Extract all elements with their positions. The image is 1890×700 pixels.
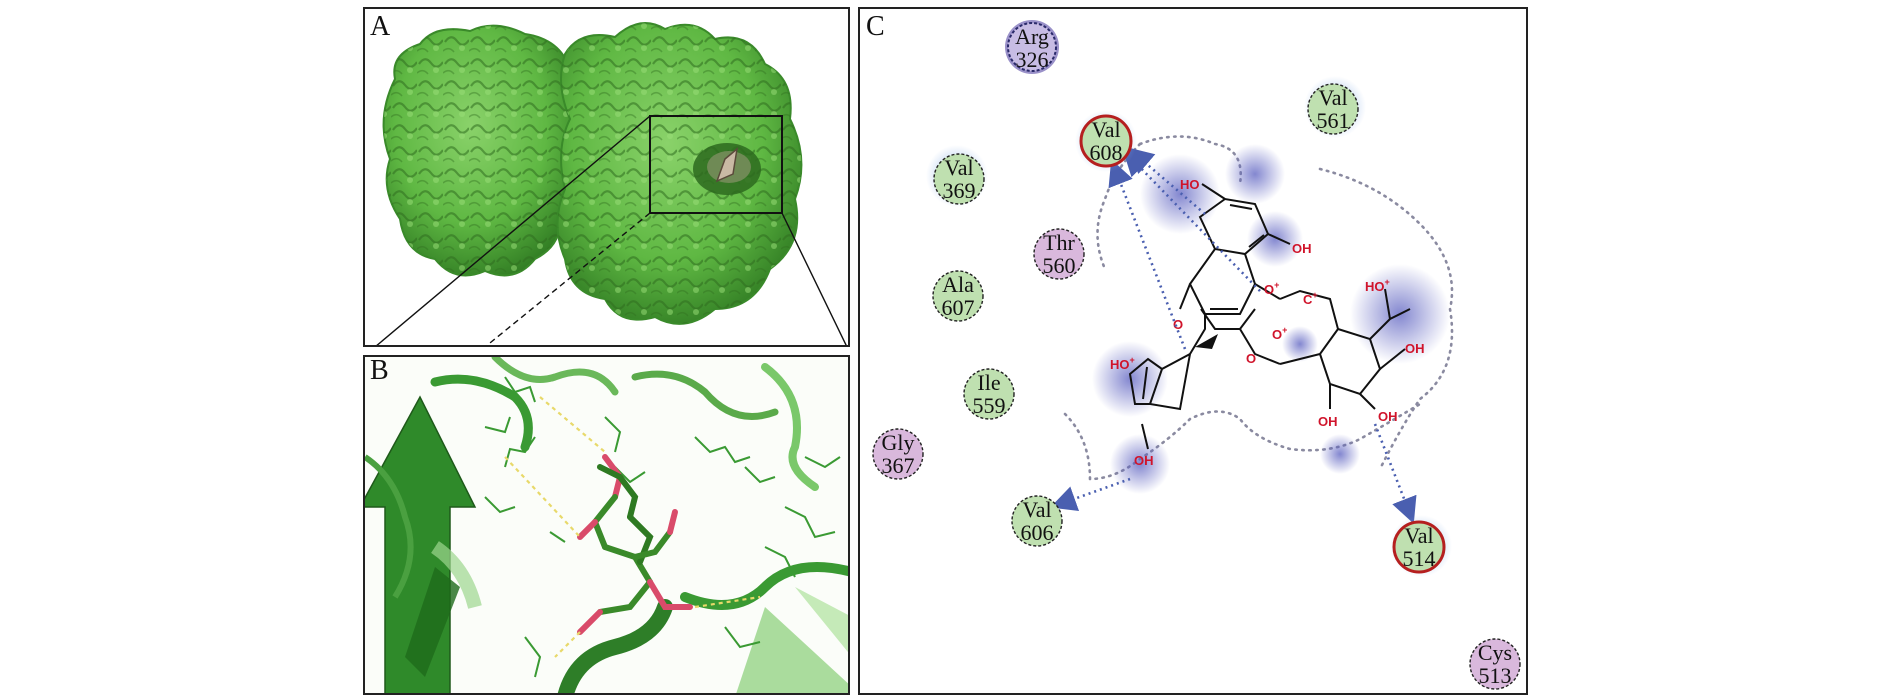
atom-c-plus: C+ [1303, 290, 1318, 307]
svg-text:606: 606 [1021, 520, 1054, 545]
svg-text:Ala: Ala [942, 272, 974, 297]
svg-text:Val: Val [1404, 523, 1433, 548]
svg-text:Cys: Cys [1478, 640, 1512, 665]
svg-text:Ile: Ile [977, 370, 1000, 395]
interaction-diagram: HO OH O O+ O+ C+ O HO+ OH OH OH HO+ OH A… [872, 20, 1521, 690]
atom-o-plus-1: O+ [1264, 280, 1279, 297]
svg-text:Val: Val [1318, 85, 1347, 110]
atom-oh-lower-left: OH [1134, 453, 1154, 468]
binding-site-cartoon-image [365, 357, 848, 693]
svg-text:Val: Val [944, 155, 973, 180]
svg-text:Val: Val [1091, 117, 1120, 142]
residue-ala-607: Ala 607 [932, 270, 984, 322]
atom-ho-left: HO+ [1110, 355, 1135, 372]
hbond-arrows [1050, 147, 1417, 524]
atom-oh-right: OH [1405, 341, 1425, 356]
atom-oh-bottom: OH [1318, 414, 1338, 429]
atom-oh-lower-right: OH [1378, 409, 1398, 424]
panel-b-label: B [370, 355, 389, 386]
residue-val-608: Val 608 [1075, 110, 1137, 172]
residue-cys-513: Cys 513 [1469, 638, 1521, 690]
svg-text:561: 561 [1317, 108, 1350, 133]
svg-text:514: 514 [1403, 546, 1436, 571]
atom-ho-top: HO+ [1365, 277, 1390, 294]
residue-arg-326: Arg 326 [1005, 20, 1059, 74]
svg-text:Thr: Thr [1043, 230, 1075, 255]
residue-val-606: Val 606 [1011, 495, 1063, 547]
panel-c-label: C [866, 11, 885, 42]
residue-gly-367: Gly 367 [872, 428, 924, 480]
svg-text:560: 560 [1043, 253, 1076, 278]
svg-text:367: 367 [882, 453, 915, 478]
svg-text:Arg: Arg [1015, 24, 1049, 49]
residue-val-561: Val 561 [1304, 76, 1366, 138]
atom-o-ring: O [1173, 317, 1183, 332]
ligand-bonds [1128, 183, 1411, 450]
panel-c: C [858, 7, 1528, 695]
panel-a-label: A [370, 11, 391, 42]
residue-ile-559: Ile 559 [963, 368, 1015, 420]
svg-text:Val: Val [1022, 497, 1051, 522]
residue-val-514: Val 514 [1390, 515, 1452, 577]
svg-text:608: 608 [1090, 140, 1123, 165]
panel-a: A [363, 7, 850, 347]
residue-val-369: Val 369 [926, 145, 988, 207]
svg-text:513: 513 [1479, 663, 1512, 688]
protein-surface-image [376, 22, 847, 345]
svg-text:Gly: Gly [882, 430, 915, 455]
panel-b: B [363, 355, 850, 695]
svg-text:607: 607 [942, 295, 975, 320]
residue-thr-560: Thr 560 [1033, 228, 1085, 280]
atom-o-ester: O [1246, 351, 1256, 366]
atom-ho-1: HO [1180, 177, 1200, 192]
svg-text:559: 559 [973, 393, 1006, 418]
svg-text:326: 326 [1016, 47, 1049, 72]
atom-oh-1: OH [1292, 241, 1312, 256]
ligand-atom-labels: HO OH O O+ O+ C+ O HO+ OH OH OH HO+ OH [1110, 177, 1425, 468]
svg-text:369: 369 [943, 178, 976, 203]
